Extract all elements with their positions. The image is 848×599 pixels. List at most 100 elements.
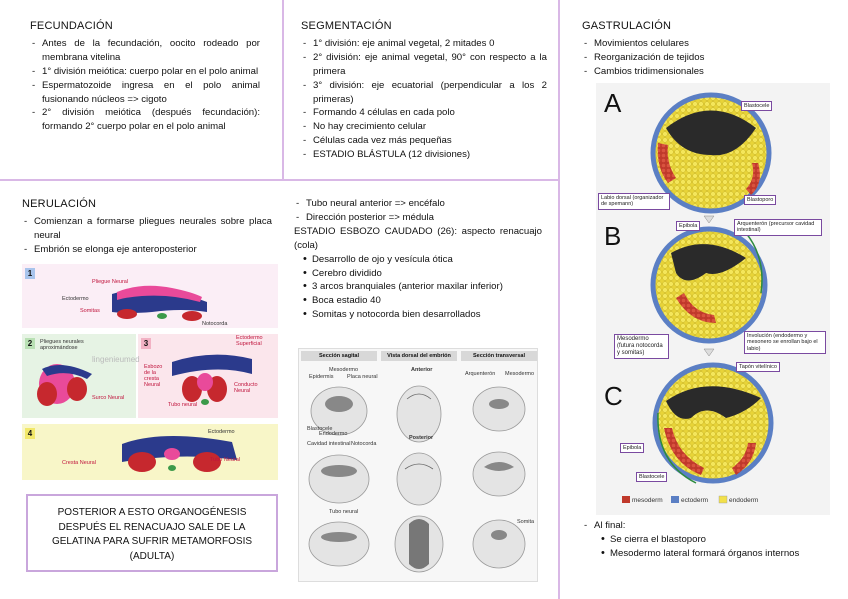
divider-vertical-left xyxy=(282,0,284,180)
neurulacion-list: Comienzan a formarse pliegues neurales s… xyxy=(22,215,272,257)
segmentacion-item: 2° división: eje animal vegetal, 90° con… xyxy=(301,51,547,79)
neurulacion-item: Embrión se elonga eje anteroposterior xyxy=(22,243,272,257)
fecundacion-item: Antes de la fecundación, oocito rodeado … xyxy=(30,37,260,65)
legend-label-endoderm: endoderm xyxy=(729,497,759,504)
label-esbozo-cresta: Esbozo de la cresta Neural xyxy=(144,364,163,389)
neurulacion-item: Comienzan a formarse pliegues neurales s… xyxy=(22,215,272,243)
label-blastocele-sag: Blastocele xyxy=(307,426,333,432)
estadio-item: Desarrollo de ojo y vesícula ótica xyxy=(302,252,542,268)
gastrulacion-item: Movimientos celulares xyxy=(582,37,822,51)
label-involucion: Involución (endodermo y mesonero se enro… xyxy=(744,331,826,354)
label-arquenteron: Arquenterón (precursor cavidad intestina… xyxy=(734,219,822,236)
panel-number-3: 3 xyxy=(141,338,151,349)
watermark-text: lingenieumed xyxy=(92,355,140,364)
fecundacion-section: FECUNDACIÓN Antes de la fecundación, ooc… xyxy=(30,19,260,134)
final-list: Al final: xyxy=(582,519,827,533)
gastrulacion-list: Movimientos celulares Reorganización de … xyxy=(582,37,822,79)
label-pliegue-neural: Pliegue Neural xyxy=(92,279,129,285)
label-blastoporo: Blastoporo xyxy=(744,195,777,206)
middle-item: Dirección posterior => médula xyxy=(294,211,542,225)
divider-vertical-right xyxy=(558,0,560,599)
final-dot-list: Se cierra el blastoporo Mesodermo latera… xyxy=(600,532,827,562)
label-posterior: Posterior xyxy=(409,435,434,441)
label-anterior: Anterior xyxy=(411,367,433,373)
fecundacion-item: 2° división meiótica (después fecundació… xyxy=(30,106,260,134)
label-ectodermo-superficial: Ectodermo Superficial xyxy=(236,335,263,348)
estadio-item: Somitas y notocorda bien desarrollados xyxy=(302,307,542,323)
label-surco-neural: Surco Neural xyxy=(92,395,125,401)
label-cresta-neural: Cresta Neural xyxy=(62,460,96,466)
legend-swatch-ectoderm xyxy=(671,496,679,503)
embryo-sections-svg xyxy=(308,385,526,573)
label-ectodermo: Ectodermo xyxy=(62,296,89,302)
stage-b-embryo xyxy=(650,226,768,344)
segmentacion-item: 3° división: eje ecuatorial (perpendicul… xyxy=(301,79,547,107)
estadio-text: ESTADIO ESBOZO CAUDADO (26): aspecto ren… xyxy=(294,225,542,251)
label-tubo-neural: Tubo neural xyxy=(168,402,198,408)
panel-number-1: 1 xyxy=(25,268,35,279)
final-item: Se cierra el blastoporo xyxy=(600,532,827,548)
down-arrow-icon xyxy=(703,348,715,357)
label-notocorda: Notocorda xyxy=(202,321,228,327)
stage-b-letter: B xyxy=(604,221,622,251)
gastrulacion-item: Cambios tridimensionales xyxy=(582,65,822,79)
header-transversal: Sección transversal xyxy=(461,351,537,361)
segmentacion-item: No hay crecimiento celular xyxy=(301,120,547,134)
final-item: Mesodermo lateral formará órganos intern… xyxy=(600,546,827,562)
legend-swatch-endoderm xyxy=(718,495,728,504)
panel-number-2: 2 xyxy=(25,338,35,349)
label-cavidad: Cavidad intestinal xyxy=(307,441,351,447)
estadio-item: Boca estadio 40 xyxy=(302,293,542,309)
segmentacion-item: ESTADIO BLÁSTULA (12 divisiones) xyxy=(301,148,547,162)
middle-item: Tubo neural anterior => encéfalo xyxy=(294,197,542,211)
gastrulation-figure: A B C Blastocele Blastoporo Epibola Arqu… xyxy=(596,83,830,515)
label-blastocele: Blastocele xyxy=(741,101,773,112)
neurulacion-section: NERULACIÓN Comienzan a formarse pliegues… xyxy=(22,197,272,257)
label-placa-neural: Placa neural xyxy=(347,374,378,380)
stage-c-letter: C xyxy=(604,381,623,411)
estadio-item: Cerebro dividido xyxy=(302,266,542,282)
legend-swatch-mesoderm xyxy=(622,496,630,503)
label-epibola: Epibola xyxy=(676,221,701,232)
estadio-list: Desarrollo de ojo y vesícula ótica Cereb… xyxy=(302,252,542,323)
label-tubo-neural-4: Tubo Neural xyxy=(210,457,241,463)
legend-label-mesoderm: mesoderm xyxy=(632,497,663,504)
label-pliegues-aprox: Pliegues neurales aproximándose xyxy=(40,339,84,352)
gastrulacion-item: Reorganización de tejidos xyxy=(582,51,822,65)
label-endodermo: Endodermo xyxy=(319,431,348,437)
segmentacion-title: SEGMENTACIÓN xyxy=(301,20,392,32)
label-labio-dorsal: Labio dorsal (organizador de spemann) xyxy=(598,193,670,210)
middle-section: Tubo neural anterior => encéfalo Direcci… xyxy=(294,197,542,323)
fecundacion-list: Antes de la fecundación, oocito rodeado … xyxy=(30,37,260,134)
final-title: Al final: xyxy=(582,519,827,533)
neurulation-svg xyxy=(37,285,252,472)
label-tubo-neural-sag: Tubo neural xyxy=(329,509,359,515)
organogenesis-note: POSTERIOR A ESTO ORGANOGÉNESIS DESPUÉS E… xyxy=(26,494,278,572)
estadio-item: 3 arcos branquiales (anterior maxilar in… xyxy=(302,279,542,295)
fecundacion-item: Espermatozoide ingresa en el polo animal… xyxy=(30,79,260,107)
label-mesodermo-tr: Mesodermo xyxy=(505,371,535,377)
gastrulacion-section: GASTRULACIÓN Movimientos celulares Reorg… xyxy=(582,19,822,79)
label-arquenteron-tr: Arquenterón xyxy=(465,371,496,377)
neurulacion-title: NERULACIÓN xyxy=(22,198,97,210)
segmentacion-item: Células cada vez más pequeñas xyxy=(301,134,547,148)
fecundacion-item: 1° división meiótica: cuerpo polar en el… xyxy=(30,65,260,79)
label-conducto-neural: Conducto Neural xyxy=(234,382,258,395)
fecundacion-title: FECUNDACIÓN xyxy=(30,20,113,32)
stage-a-embryo xyxy=(650,92,772,214)
gastrulation-svg xyxy=(622,92,774,504)
segmentacion-list: 1° división: eje animal vegetal, 2 mitad… xyxy=(301,37,547,162)
segmentacion-item: 1° división: eje animal vegetal, 2 mitad… xyxy=(301,37,547,51)
neurulation-figure: 1 2 3 4 Pliegue Neural Ectodermo Somitas… xyxy=(22,264,278,480)
label-notocorda-sag: Notocorda xyxy=(351,441,377,447)
divider-horizontal xyxy=(0,179,560,181)
segmentacion-section: SEGMENTACIÓN 1° división: eje animal veg… xyxy=(301,19,547,162)
gastrulacion-title: GASTRULACIÓN xyxy=(582,20,672,32)
header-dorsal: Vista dorsal del embrión xyxy=(381,351,457,361)
label-blastocele-c: Blastocele xyxy=(636,472,668,483)
label-epibola-c: Epibola xyxy=(620,443,645,454)
label-mesodermo-sag: Mesodermo xyxy=(329,367,359,373)
legend-label-ectoderm: ectoderm xyxy=(681,497,709,504)
segmentacion-item: Formando 4 células en cada polo xyxy=(301,106,547,120)
label-somita: Somita xyxy=(517,519,535,525)
